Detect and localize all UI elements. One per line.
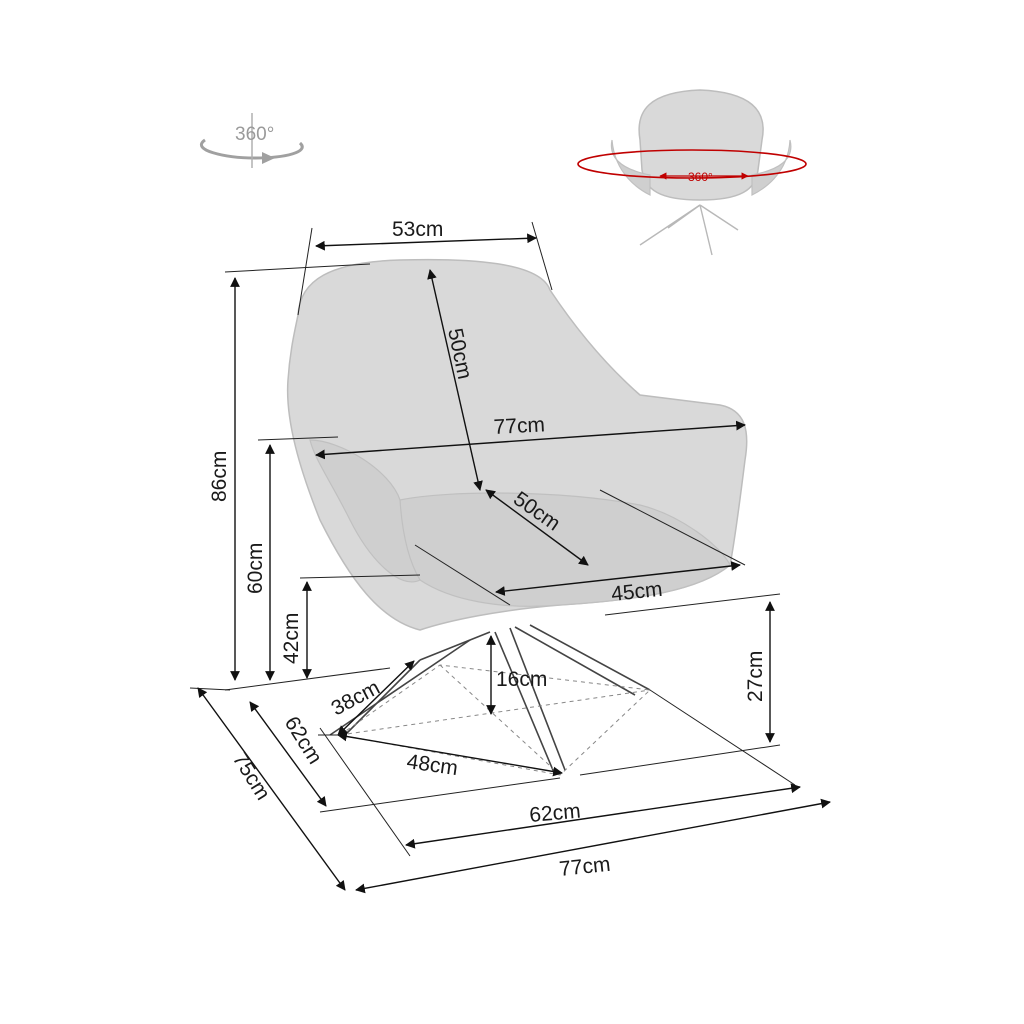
label-base-leg-length: 38cm: [328, 676, 384, 720]
label-arm-height: 60cm: [244, 543, 267, 594]
label-total-width-arms: 77cm: [493, 413, 545, 439]
label-base-height-side: 27cm: [744, 651, 767, 702]
label-seat-width: 45cm: [610, 578, 663, 606]
dimension-lines: [189, 221, 831, 894]
label-base-width: 62cm: [528, 800, 581, 827]
label-leg-height: 16cm: [496, 668, 547, 691]
rotation-icon-label: 360°: [235, 124, 274, 145]
label-seat-height: 42cm: [280, 613, 303, 664]
label-total-height: 86cm: [208, 451, 231, 502]
label-base-depth: 62cm: [280, 712, 327, 768]
rotation-icon: 360°: [200, 113, 304, 168]
preview-chair: 360°: [577, 89, 807, 256]
label-backrest-top-width: 53cm: [392, 218, 443, 241]
preview-label: 360°: [688, 170, 713, 184]
label-total-depth: 75cm: [228, 748, 275, 804]
label-total-width: 77cm: [558, 853, 611, 881]
